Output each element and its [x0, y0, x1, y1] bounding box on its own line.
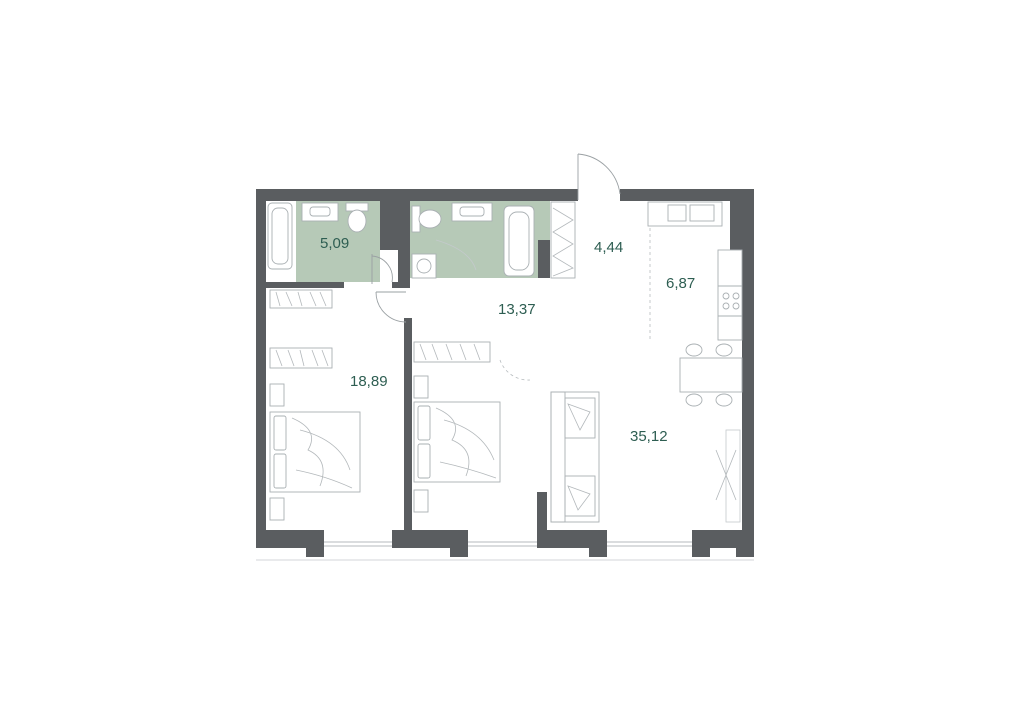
area-corridor: 13,37 [498, 301, 536, 318]
wall-top-right [620, 189, 754, 201]
area-kitchen: 6,87 [666, 275, 695, 292]
bed-2-pillow-2 [417, 443, 431, 479]
sink-basin [309, 206, 331, 217]
stove-burner-3 [722, 302, 730, 310]
kitchen-counter-side-icon [717, 249, 743, 341]
area-living-room: 35,12 [630, 428, 668, 445]
wall-left [256, 189, 266, 548]
bedside-1-icon [269, 383, 285, 407]
sofa-back [550, 391, 566, 523]
hall-wardrobe-hangers [552, 207, 574, 277]
bedside-2b-icon [413, 489, 429, 513]
bathtub-2-inner [508, 211, 530, 271]
wall-bottom-4b [692, 530, 710, 557]
bed-2-blanket [435, 407, 497, 479]
area-labels: 5,09 4,44 6,87 13,37 18,89 35,12 [320, 235, 695, 445]
bath-door-swing [371, 255, 393, 283]
walls [256, 189, 754, 557]
chair-1-icon [685, 343, 703, 357]
bed-2-pillow-1 [417, 405, 431, 441]
wall-bath-divider-lower [398, 244, 410, 284]
wall-top-left [256, 189, 578, 201]
tv-stand-cross [715, 449, 737, 501]
wall-living-stub [537, 492, 547, 532]
wall-shower-stub [538, 240, 550, 278]
bedroom2-door-swing [499, 359, 531, 381]
bedroom-wardrobe-mid-hangers [275, 349, 329, 367]
bedroom-wardrobe-top-icon [269, 289, 333, 309]
sink-icon [301, 202, 339, 222]
kitchen-sink-icon [689, 204, 715, 222]
wall-bottom-2b [450, 530, 468, 557]
kitchen-fixtures [647, 201, 743, 341]
bed-1-pillow-2 [273, 453, 287, 489]
kitchen-counter-top-icon [647, 201, 723, 227]
bed-1-pillow-1 [273, 415, 287, 451]
sofa-cushion-2 [564, 475, 596, 517]
bathtub-inner [271, 207, 289, 265]
entrance-door-swing [577, 153, 621, 195]
dining-table-icon [679, 357, 743, 393]
sofa-cushion-1 [564, 397, 596, 439]
doors [371, 153, 621, 381]
bed-1-blanket [291, 417, 353, 489]
tv-stand-icon [725, 429, 741, 523]
bathroom-large-fixtures [411, 202, 535, 279]
stove-burner-2 [732, 292, 740, 300]
sink-2-basin [459, 206, 485, 217]
toilet-bowl-icon [347, 209, 367, 233]
washer-drum [416, 258, 432, 274]
dining-set [679, 343, 743, 407]
washer-icon [411, 253, 437, 279]
chair-3-icon [685, 393, 703, 407]
area-bedroom: 18,89 [350, 373, 388, 390]
shower-hose [435, 239, 477, 271]
sink-2-icon [451, 202, 493, 222]
bathroom-small-fixtures [267, 202, 369, 270]
stove-burner-1 [722, 292, 730, 300]
stove-burner-4 [732, 302, 740, 310]
windows [256, 541, 754, 561]
wall-right-pillar [730, 200, 744, 250]
wall-bath-divider [380, 200, 410, 250]
wall-bottom-3b [589, 530, 607, 557]
toilet-bowl-2-icon [418, 209, 442, 229]
wall-corner-br [736, 530, 754, 557]
sofa-pillows [567, 403, 591, 511]
wall-right [742, 189, 754, 548]
wall-bedroom-divider [404, 318, 412, 530]
bathtub-2-icon [503, 205, 535, 277]
wardrobes [269, 201, 576, 369]
chair-2-icon [715, 343, 733, 357]
wall-bath-bottom [266, 282, 344, 288]
chair-4-icon [715, 393, 733, 407]
bed-1-icon [269, 411, 361, 493]
sofa-icon [550, 391, 600, 523]
bedroom-door-swing [375, 291, 407, 323]
wall-bottom-2 [392, 530, 468, 548]
bedroom-wardrobe-top-hangers [275, 291, 327, 307]
kitchen-cabinet-icon [667, 204, 687, 222]
bathtub-icon [267, 202, 293, 270]
hall-wardrobe-icon [550, 201, 576, 279]
bed-2-icon [413, 401, 501, 483]
bedside-1b-icon [269, 497, 285, 521]
wall-bottom-1b [306, 530, 324, 557]
living-fixtures [550, 391, 741, 523]
bedroom2-wardrobe-hangers [419, 343, 481, 361]
wall-bath-bottom-2 [392, 282, 410, 288]
beds [269, 375, 501, 521]
area-hall: 4,44 [594, 239, 623, 256]
area-bathroom-small: 5,09 [320, 235, 349, 252]
bedside-2-icon [413, 375, 429, 399]
